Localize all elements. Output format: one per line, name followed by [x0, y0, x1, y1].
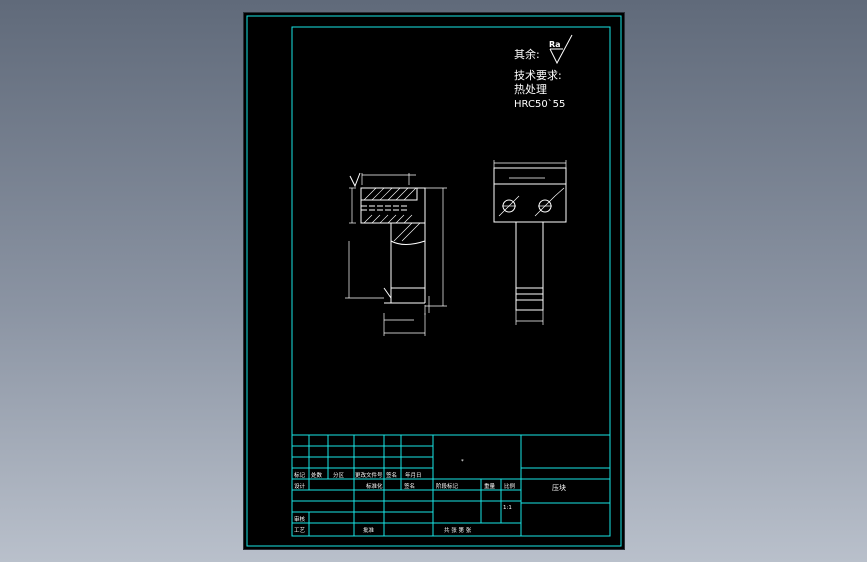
- drawing-sheet: 其余: Ra 技术要求: 热处理 HRC50`55: [244, 13, 624, 549]
- tb-process: 工艺: [294, 527, 306, 534]
- outer-frame: [246, 15, 622, 547]
- front-section-view: [345, 172, 447, 336]
- tb-sign-2: 签名: [404, 482, 415, 490]
- tb-stage-mark: 阶段标记: [436, 482, 459, 490]
- part-name: 压块: [552, 483, 566, 492]
- tb-approve: 批准: [363, 526, 375, 534]
- tb-ratio: 比例: [504, 482, 516, 490]
- tb-docno: 更改文件号: [355, 471, 383, 479]
- tb-sheets: 共 张 第 张: [444, 526, 472, 534]
- tb-weight: 重量: [484, 482, 496, 490]
- tb-zone: 分区: [333, 471, 345, 479]
- drawing-canvas: 其余: Ra 技术要求: 热处理 HRC50`55: [246, 15, 622, 547]
- tech-requirement-heat: 热处理: [514, 83, 547, 96]
- title-block: [291, 434, 611, 537]
- tech-requirements-title: 技术要求:: [514, 69, 562, 82]
- tb-scale: 1:1: [503, 505, 512, 511]
- tb-date: 年月日: [405, 471, 422, 479]
- tb-standardize: 标准化: [366, 482, 383, 490]
- roughness-symbol-icon: Ra: [549, 34, 573, 65]
- tech-requirement-hardness: HRC50`55: [514, 98, 565, 110]
- roughness-prefix: 其余:: [514, 47, 540, 61]
- tb-count: 处数: [311, 471, 323, 479]
- roughness-symbol: Ra: [549, 40, 561, 49]
- tb-design: 设计: [294, 482, 306, 490]
- tb-mark: 标记: [294, 471, 306, 479]
- tb-review: 审核: [294, 515, 306, 523]
- title-center-mark: *: [461, 459, 464, 465]
- tb-sign: 签名: [386, 471, 397, 479]
- side-view: [493, 160, 567, 325]
